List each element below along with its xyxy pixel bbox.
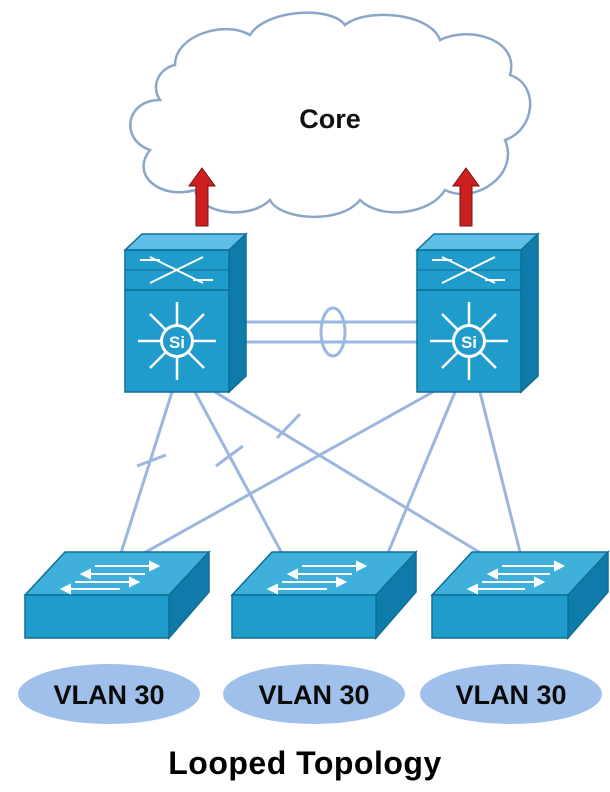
inter-switch-link bbox=[245, 306, 420, 358]
distribution-switch-right: Si bbox=[415, 232, 540, 394]
distribution-switch-left: Si bbox=[123, 232, 248, 394]
diagram-caption: Looped Topology bbox=[168, 745, 442, 781]
link-dist-left-to-access-left bbox=[113, 391, 174, 573]
blocked-icon bbox=[136, 453, 167, 468]
arrow-up-icon bbox=[188, 167, 216, 227]
vlan-label-text: VLAN 30 bbox=[455, 680, 566, 710]
arrow-up-icon bbox=[452, 167, 480, 227]
access-links bbox=[109, 386, 527, 574]
switch-badge-left: Si bbox=[169, 333, 185, 352]
uplink-arrow-left bbox=[188, 167, 216, 227]
workgroup-switch-icon bbox=[466, 560, 566, 595]
vlan-label-middle: VLAN 30 bbox=[223, 664, 405, 724]
switch-badge-right: Si bbox=[461, 333, 477, 352]
link-dist-right-to-access-middle bbox=[378, 391, 457, 573]
vlan-label-text: VLAN 30 bbox=[53, 680, 164, 710]
blocked-icon bbox=[275, 412, 302, 440]
link-dist-left-to-access-right bbox=[214, 390, 513, 574]
workgroup-switch-icon bbox=[266, 560, 368, 595]
blocked-icon bbox=[215, 444, 244, 468]
blocked-port-markers bbox=[136, 412, 302, 468]
access-switch-middle bbox=[230, 550, 418, 641]
vlan-label-right: VLAN 30 bbox=[420, 664, 602, 724]
link-dist-right-to-access-left bbox=[109, 386, 441, 574]
vlan-label-left: VLAN 30 bbox=[18, 664, 200, 724]
link-dist-left-to-access-middle bbox=[193, 391, 294, 573]
vlan-label-text: VLAN 30 bbox=[258, 680, 369, 710]
access-switch-right bbox=[430, 550, 610, 641]
uplink-arrow-right bbox=[452, 167, 480, 227]
access-switch-left bbox=[23, 550, 211, 641]
workgroup-switch-icon bbox=[59, 560, 161, 595]
etherchannel-icon bbox=[319, 306, 347, 358]
core-label: Core bbox=[299, 104, 361, 134]
link-dist-right-to-access-right bbox=[478, 391, 527, 573]
